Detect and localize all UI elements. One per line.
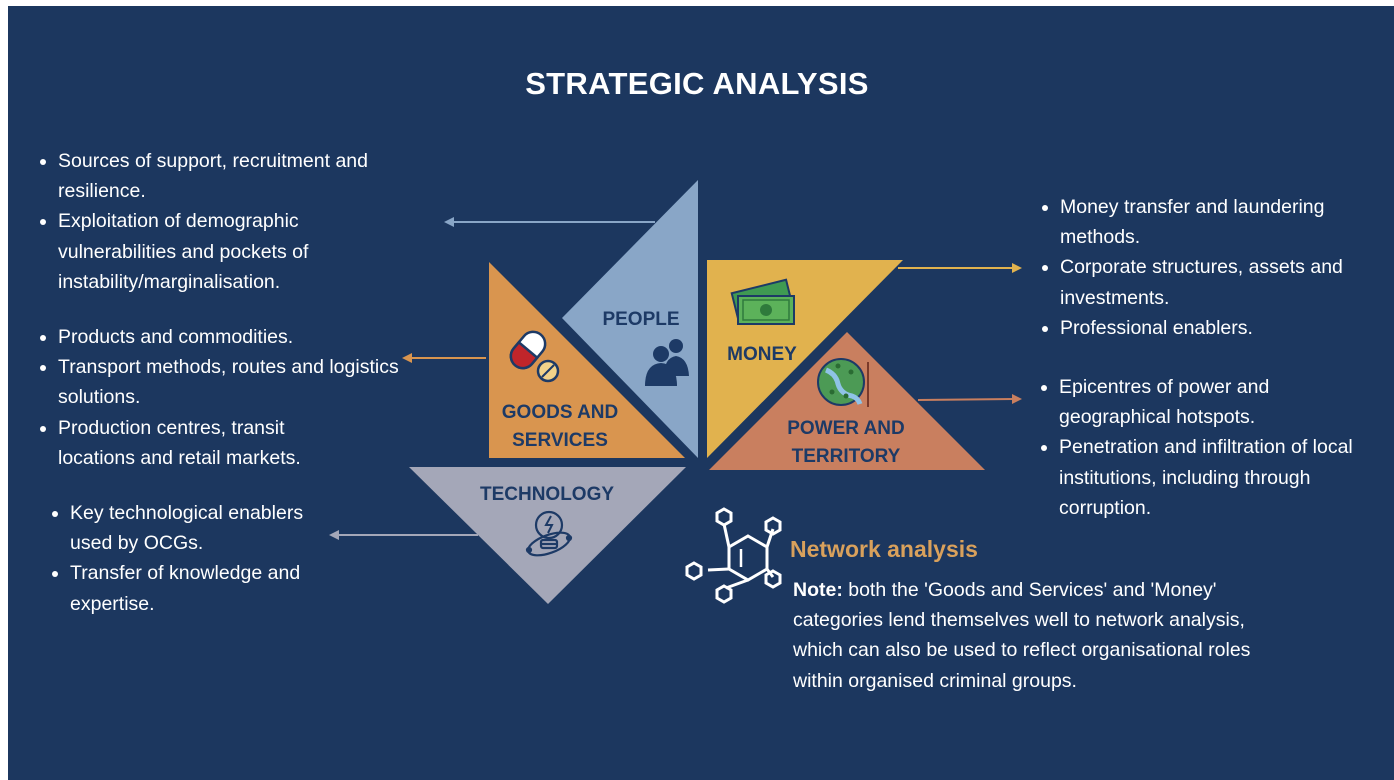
- arrow-technology: [329, 530, 478, 540]
- arrow-people: [444, 217, 655, 227]
- power-label-line1: POWER AND: [787, 418, 905, 439]
- arrow-goods: [402, 353, 486, 363]
- page-title: STRATEGIC ANALYSIS: [525, 66, 869, 101]
- list-item: Corporate structures, assets and investm…: [1042, 252, 1360, 312]
- list-item: Production centres, transit locations an…: [40, 413, 358, 473]
- arrow-money: [898, 263, 1022, 273]
- list-item: Sources of support, recruitment and resi…: [40, 146, 458, 206]
- list-item: Transfer of knowledge and expertise.: [52, 558, 335, 618]
- map-icon: [817, 358, 869, 407]
- goods-triangle: [489, 262, 685, 458]
- list-item: Epicentres of power and geographical hot…: [1041, 372, 1319, 432]
- list-item: Products and commodities.: [40, 322, 408, 352]
- power-bullet-list: Epicentres of power and geographical hot…: [1039, 372, 1359, 523]
- arrow-power: [917, 394, 1022, 404]
- people-triangle: [562, 180, 698, 458]
- network-note: Note: both the 'Goods and Services' and …: [793, 575, 1293, 696]
- list-item: Money transfer and laundering methods.: [1042, 192, 1394, 252]
- list-item: Transport methods, routes and logistics …: [40, 352, 408, 412]
- network-analysis-heading: Network analysis: [790, 536, 978, 562]
- note-label: Note:: [793, 579, 843, 601]
- slide-background: [8, 6, 1394, 780]
- note-text: both the 'Goods and Services' and 'Money…: [793, 579, 1251, 692]
- technology-label: TECHNOLOGY: [480, 484, 614, 505]
- money-bullet-list: Money transfer and laundering methods. C…: [1040, 192, 1394, 343]
- lightbulb-icon: [525, 510, 573, 557]
- goods-label-line1: GOODS AND: [502, 402, 618, 423]
- goods-label-line2: SERVICES: [512, 430, 608, 451]
- power-label-line2: TERRITORY: [792, 446, 901, 467]
- goods-bullet-list: Products and commodities. Transport meth…: [38, 322, 408, 473]
- list-item: Penetration and infiltration of local in…: [1041, 432, 1359, 523]
- people-icon: [645, 339, 689, 386]
- people-bullet-list: Sources of support, recruitment and resi…: [38, 146, 458, 297]
- money-label: MONEY: [727, 344, 797, 365]
- people-label: PEOPLE: [602, 309, 679, 330]
- pills-icon: [509, 330, 560, 383]
- list-item: Exploitation of demographic vulnerabilit…: [40, 206, 378, 297]
- network-icon: [685, 507, 782, 604]
- list-item: Key technological enablers used by OCGs.: [52, 498, 335, 558]
- banknotes-icon: [730, 278, 795, 325]
- list-item: Professional enablers.: [1042, 313, 1394, 343]
- technology-bullet-list: Key technological enablers used by OCGs.…: [50, 498, 335, 619]
